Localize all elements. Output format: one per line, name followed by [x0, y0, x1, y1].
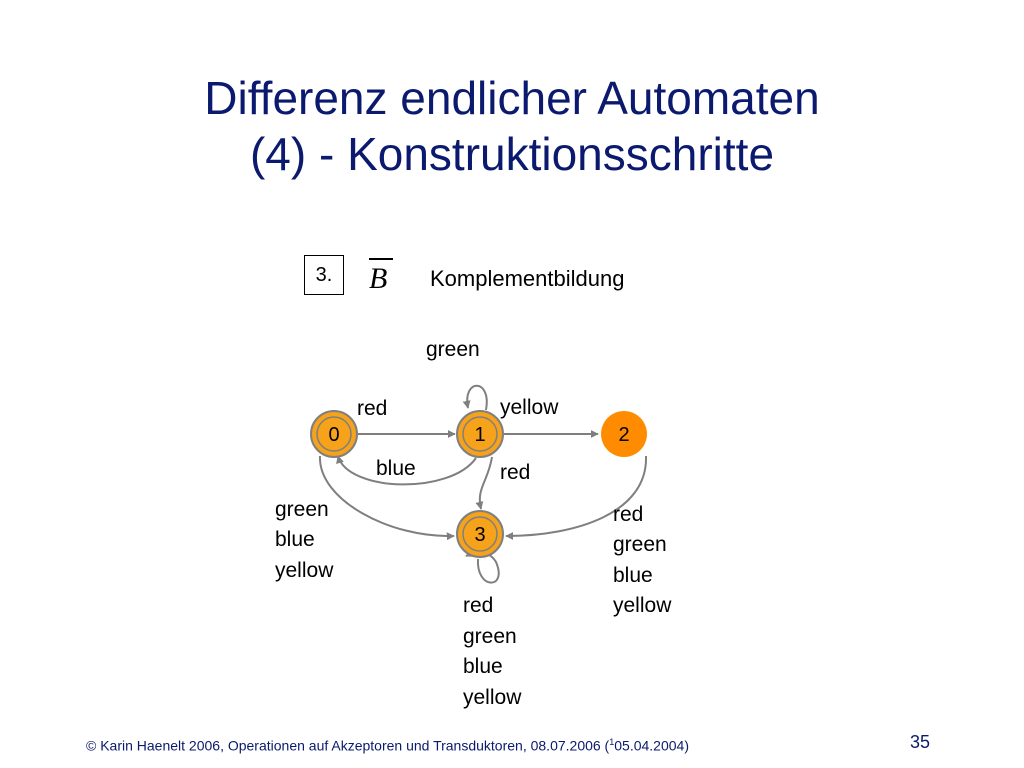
step-label: Komplementbildung	[430, 266, 625, 291]
edge-label-0-to-1: red	[357, 397, 387, 420]
edge-1-to-0	[336, 455, 477, 486]
edge-label-1-to-3: red	[500, 461, 530, 484]
edge-label-2-to-3: red green blue yellow	[613, 503, 672, 617]
edge-label-line: yellow	[613, 594, 672, 617]
edge-label-line: green	[275, 498, 329, 521]
edge-0-to-3	[318, 455, 455, 541]
edge-label-1-to-0: blue	[376, 457, 416, 480]
edge-label-line: blue	[463, 655, 503, 678]
slide-title-line-1: Differenz endlicher Automaten	[204, 72, 820, 124]
edge-label-0-to-3: green blue yellow	[275, 498, 334, 582]
edge-label-line: yellow	[275, 559, 334, 582]
footer-citation: © Karin Haenelt 2006, Operationen auf Ak…	[86, 737, 689, 754]
edge-2-to-3	[505, 455, 648, 540]
footer-superscript: 1	[609, 737, 615, 747]
state-2: 2	[601, 411, 647, 457]
footer-text-start: © Karin Haenelt 2006, Operationen auf Ak…	[86, 737, 610, 754]
edge-1-loop	[462, 384, 488, 411]
edge-label-line: yellow	[463, 686, 522, 709]
automaton-symbol: B	[369, 262, 388, 295]
edge-label-line: blue	[275, 528, 315, 551]
state-3: 3	[456, 510, 504, 558]
complement-bar	[369, 258, 393, 260]
slide-title-line-2: (4) - Konstruktionsschritte	[249, 128, 775, 180]
state-2-label: 2	[618, 424, 629, 446]
state-0: 0	[310, 410, 358, 458]
footer-text-end: 05.04.2004)	[614, 737, 689, 754]
edge-label-1-to-2: yellow	[500, 396, 559, 419]
edge-label-line: red	[463, 594, 493, 617]
state-3-label: 3	[474, 524, 485, 546]
edge-label-line: red	[613, 503, 643, 526]
state-1: 1	[456, 410, 504, 458]
edge-label-line: green	[463, 625, 517, 648]
page-number: 35	[910, 732, 931, 752]
edge-label-line: blue	[613, 564, 653, 587]
state-0-label: 0	[328, 424, 339, 446]
state-1-label: 1	[474, 424, 485, 446]
edge-label-line: green	[613, 533, 667, 556]
edge-label-1-loop: green	[426, 338, 480, 361]
slide-title: Differenz endlicher Automaten (4) - Kons…	[0, 70, 1024, 182]
step-number-box: 3.	[304, 255, 344, 295]
edge-1-to-3	[475, 456, 493, 510]
edge-label-3-loop: red green blue yellow	[463, 594, 522, 709]
